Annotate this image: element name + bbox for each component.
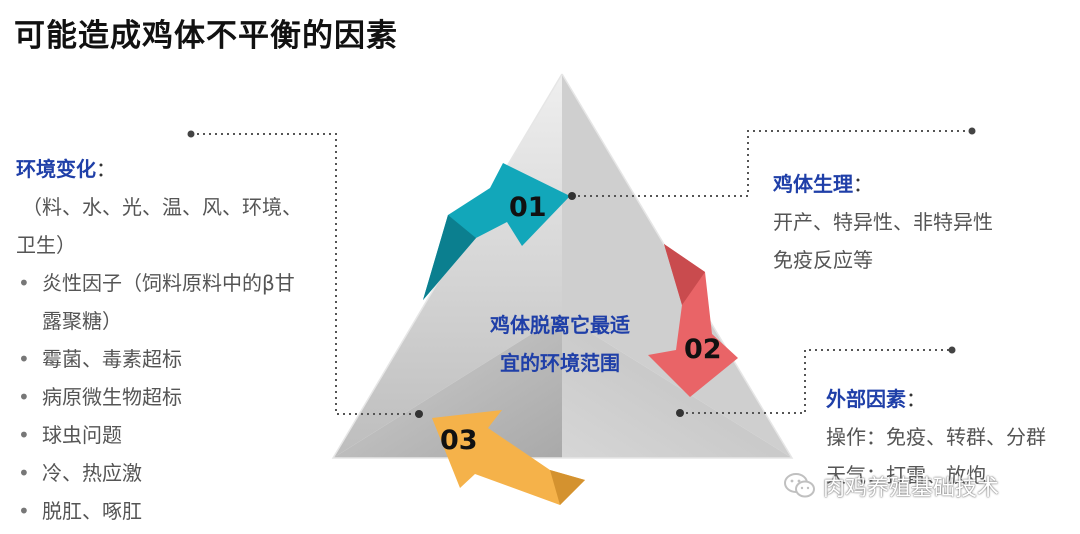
center-label-line: 宜的环境范围 [500, 351, 620, 375]
arrow-02 [648, 244, 738, 397]
external-line: 操作：免疫、转群、分群 [826, 425, 1046, 449]
watermark: 肉鸡养殖基础技术 [783, 470, 999, 502]
badge-03: 03 [440, 425, 478, 456]
watermark-text: 肉鸡养殖基础技术 [823, 476, 1000, 501]
list-item: 病原微生物超标 [16, 378, 336, 416]
center-label: 鸡体脱离它最适 宜的环境范围 [450, 306, 670, 382]
list-item-line: 病原微生物超标 [42, 385, 182, 409]
list-item: 球虫问题 [16, 416, 336, 454]
environment-list: 炎性因子（饲料原料中的β甘 露聚糖） 霉菌、毒素超标 病原微生物超标 球虫问题 … [16, 264, 336, 530]
wechat-icon [784, 473, 815, 498]
list-item-line: 炎性因子（饲料原料中的β甘 [42, 271, 295, 295]
arrow-01 [423, 163, 570, 300]
physiology-line: 免疫反应等 [773, 248, 873, 272]
triangle-face-right [562, 315, 792, 458]
list-item: 脱肛、啄肛 [16, 492, 336, 530]
physiology-heading-row: 鸡体生理： [773, 165, 1073, 203]
heading-colon: ： [906, 387, 926, 411]
page-title: 可能造成鸡体不平衡的因素 [14, 18, 398, 54]
physiology-heading: 鸡体生理 [773, 172, 853, 196]
paragraph-line: （料、水、光、温、风、环境、 [22, 195, 302, 219]
connector-left [191, 133, 418, 415]
badge-01: 01 [509, 192, 547, 223]
list-item: 冷、热应激 [16, 454, 336, 492]
environment-heading-row: 环境变化： [16, 150, 336, 188]
list-item-line: 露聚糖） [42, 309, 122, 333]
badge-02: 02 [684, 334, 722, 365]
list-item: 炎性因子（饲料原料中的β甘 露聚糖） [16, 264, 336, 340]
list-item-line: 脱肛、啄肛 [42, 499, 142, 523]
external-heading: 外部因素 [826, 387, 906, 411]
list-item-line: 球虫问题 [42, 423, 122, 447]
heading-colon: ： [853, 172, 873, 196]
external-factors-block: 外部因素： 操作：免疫、转群、分群 天气：打雷、放炮 [826, 380, 1076, 494]
center-label-line: 鸡体脱离它最适 [490, 313, 630, 337]
external-line: 天气：打雷、放炮 [826, 463, 986, 487]
list-item: 霉菌、毒素超标 [16, 340, 336, 378]
connector-right-bottom [680, 349, 952, 414]
list-item-line: 霉菌、毒素超标 [42, 347, 182, 371]
triangle-face-left [333, 315, 562, 458]
heading-colon: ： [96, 157, 116, 181]
chicken-physiology-block: 鸡体生理： 开产、特异性、非特异性 免疫反应等 [773, 165, 1073, 279]
environment-paragraph: （料、水、光、温、风、环境、 卫生） [16, 188, 336, 264]
list-item-line: 冷、热应激 [42, 461, 142, 485]
physiology-line: 开产、特异性、非特异性 [773, 210, 993, 234]
external-heading-row: 外部因素： [826, 380, 1076, 418]
environment-factors-block: 环境变化： （料、水、光、温、风、环境、 卫生） 炎性因子（饲料原料中的β甘 露… [16, 150, 336, 530]
environment-heading: 环境变化 [16, 157, 96, 181]
paragraph-line: 卫生） [16, 233, 76, 257]
arrow-03 [432, 410, 585, 505]
